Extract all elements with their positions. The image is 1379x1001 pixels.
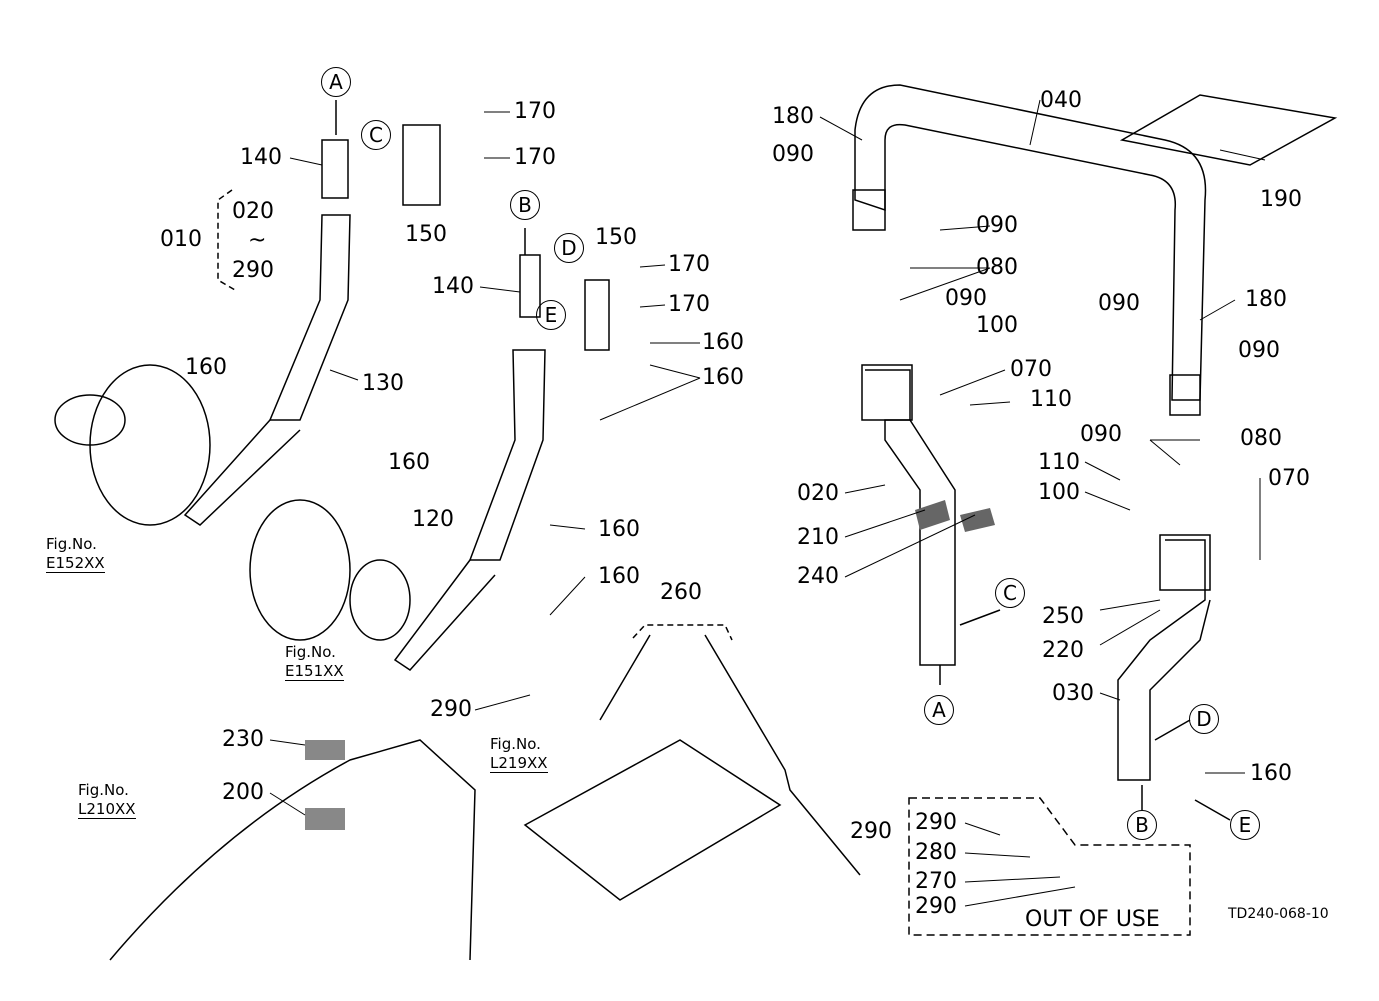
part-label-170: 170 (514, 145, 556, 170)
part-label-160: 160 (598, 517, 640, 542)
seat-plate (523, 739, 782, 901)
part-label-100: 100 (1038, 480, 1080, 505)
part-label-040: 040 (1040, 88, 1082, 113)
part-label-160: 160 (388, 450, 430, 475)
fig-ref-e152-label: Fig.No. (46, 535, 97, 553)
bracket-150 (402, 124, 441, 206)
part-label-170: 170 (514, 99, 556, 124)
rops-bar-040 (854, 84, 1207, 401)
part-label-140: 140 (240, 145, 282, 170)
part-label-290: 290 (850, 819, 892, 844)
part-label-280: 280 (915, 840, 957, 865)
seat-belt-left (599, 634, 651, 721)
part-label-120: 120 (412, 507, 454, 532)
fender (109, 739, 476, 961)
part-label-290: 290 (915, 894, 957, 919)
axle-housing-e152 (89, 364, 211, 526)
part-label-080: 080 (976, 255, 1018, 280)
axle-housing-e151 (249, 499, 351, 641)
connector-d-top: D (554, 233, 584, 263)
out-of-use-label: OUT OF USE (1025, 907, 1160, 932)
connector-e-top: E (536, 300, 566, 330)
assembly-range-sep: ~ (248, 228, 267, 253)
bracket-150b (584, 279, 610, 351)
rops-post-120 (468, 349, 546, 561)
part-label-160: 160 (702, 330, 744, 355)
part-label-140: 140 (432, 274, 474, 299)
out-of-use-box (908, 797, 1191, 936)
part-label-100: 100 (976, 313, 1018, 338)
part-label-020: 020 (797, 481, 839, 506)
part-label-200: 200 (222, 780, 264, 805)
part-label-080: 080 (1240, 426, 1282, 451)
fig-ref-e151-label: Fig.No. (285, 643, 336, 661)
connector-a-bottom: A (924, 695, 954, 725)
fig-ref-e152-code: E152XX (46, 554, 105, 573)
part-label-180: 180 (772, 104, 814, 129)
plate-140 (321, 139, 349, 199)
connector-a-top: A (321, 67, 351, 97)
fig-ref-l210-label: Fig.No. (78, 781, 129, 799)
rops-post-020 (865, 369, 956, 666)
part-label-110: 110 (1038, 450, 1080, 475)
part-label-230: 230 (222, 727, 264, 752)
rops-post-130 (268, 214, 351, 421)
part-label-030: 030 (1052, 681, 1094, 706)
part-label-190: 190 (1260, 187, 1302, 212)
seat-belt-right (704, 634, 861, 876)
drawing-code: TD240-068-10 (1228, 906, 1329, 922)
part-label-090: 090 (772, 142, 814, 167)
part-label-130: 130 (362, 371, 404, 396)
fig-ref-l219-label: Fig.No. (490, 735, 541, 753)
plate-140b (519, 254, 541, 318)
part-label-090: 090 (976, 213, 1018, 238)
part-label-290: 290 (430, 697, 472, 722)
connector-c-top: C (361, 120, 391, 150)
connector-b-top: B (510, 190, 540, 220)
part-label-170: 170 (668, 292, 710, 317)
part-label-110: 110 (1030, 387, 1072, 412)
part-label-290: 290 (915, 810, 957, 835)
assembly-range-start: 020 (232, 199, 274, 224)
connector-c-bottom: C (995, 578, 1025, 608)
part-label-090: 090 (1238, 338, 1280, 363)
part-label-150: 150 (405, 222, 447, 247)
manual-190 (1119, 94, 1338, 166)
part-label-070: 070 (1268, 466, 1310, 491)
fig-ref-l210-code: L210XX (78, 800, 136, 819)
part-label-220: 220 (1042, 638, 1084, 663)
part-label-160: 160 (598, 564, 640, 589)
part-label-160: 160 (702, 365, 744, 390)
assembly-number: 010 (160, 227, 202, 252)
part-label-180: 180 (1245, 287, 1287, 312)
connector-b-bottom: B (1127, 810, 1157, 840)
part-label-210: 210 (797, 525, 839, 550)
part-label-160: 160 (185, 355, 227, 380)
assembly-range-end: 290 (232, 258, 274, 283)
part-label-170: 170 (668, 252, 710, 277)
part-label-260: 260 (660, 580, 702, 605)
part-label-150: 150 (595, 225, 637, 250)
fig-ref-e151-code: E151XX (285, 662, 344, 681)
part-label-270: 270 (915, 869, 957, 894)
connector-e-bottom: E (1230, 810, 1260, 840)
part-label-090: 090 (945, 286, 987, 311)
part-label-070: 070 (1010, 357, 1052, 382)
part-label-090: 090 (1098, 291, 1140, 316)
part-label-240: 240 (797, 564, 839, 589)
rops-post-030 (1117, 539, 1211, 781)
connector-d-bottom: D (1189, 704, 1219, 734)
part-label-250: 250 (1042, 604, 1084, 629)
part-label-090: 090 (1080, 422, 1122, 447)
fig-ref-l219-code: L219XX (490, 754, 548, 773)
part-label-160: 160 (1250, 761, 1292, 786)
